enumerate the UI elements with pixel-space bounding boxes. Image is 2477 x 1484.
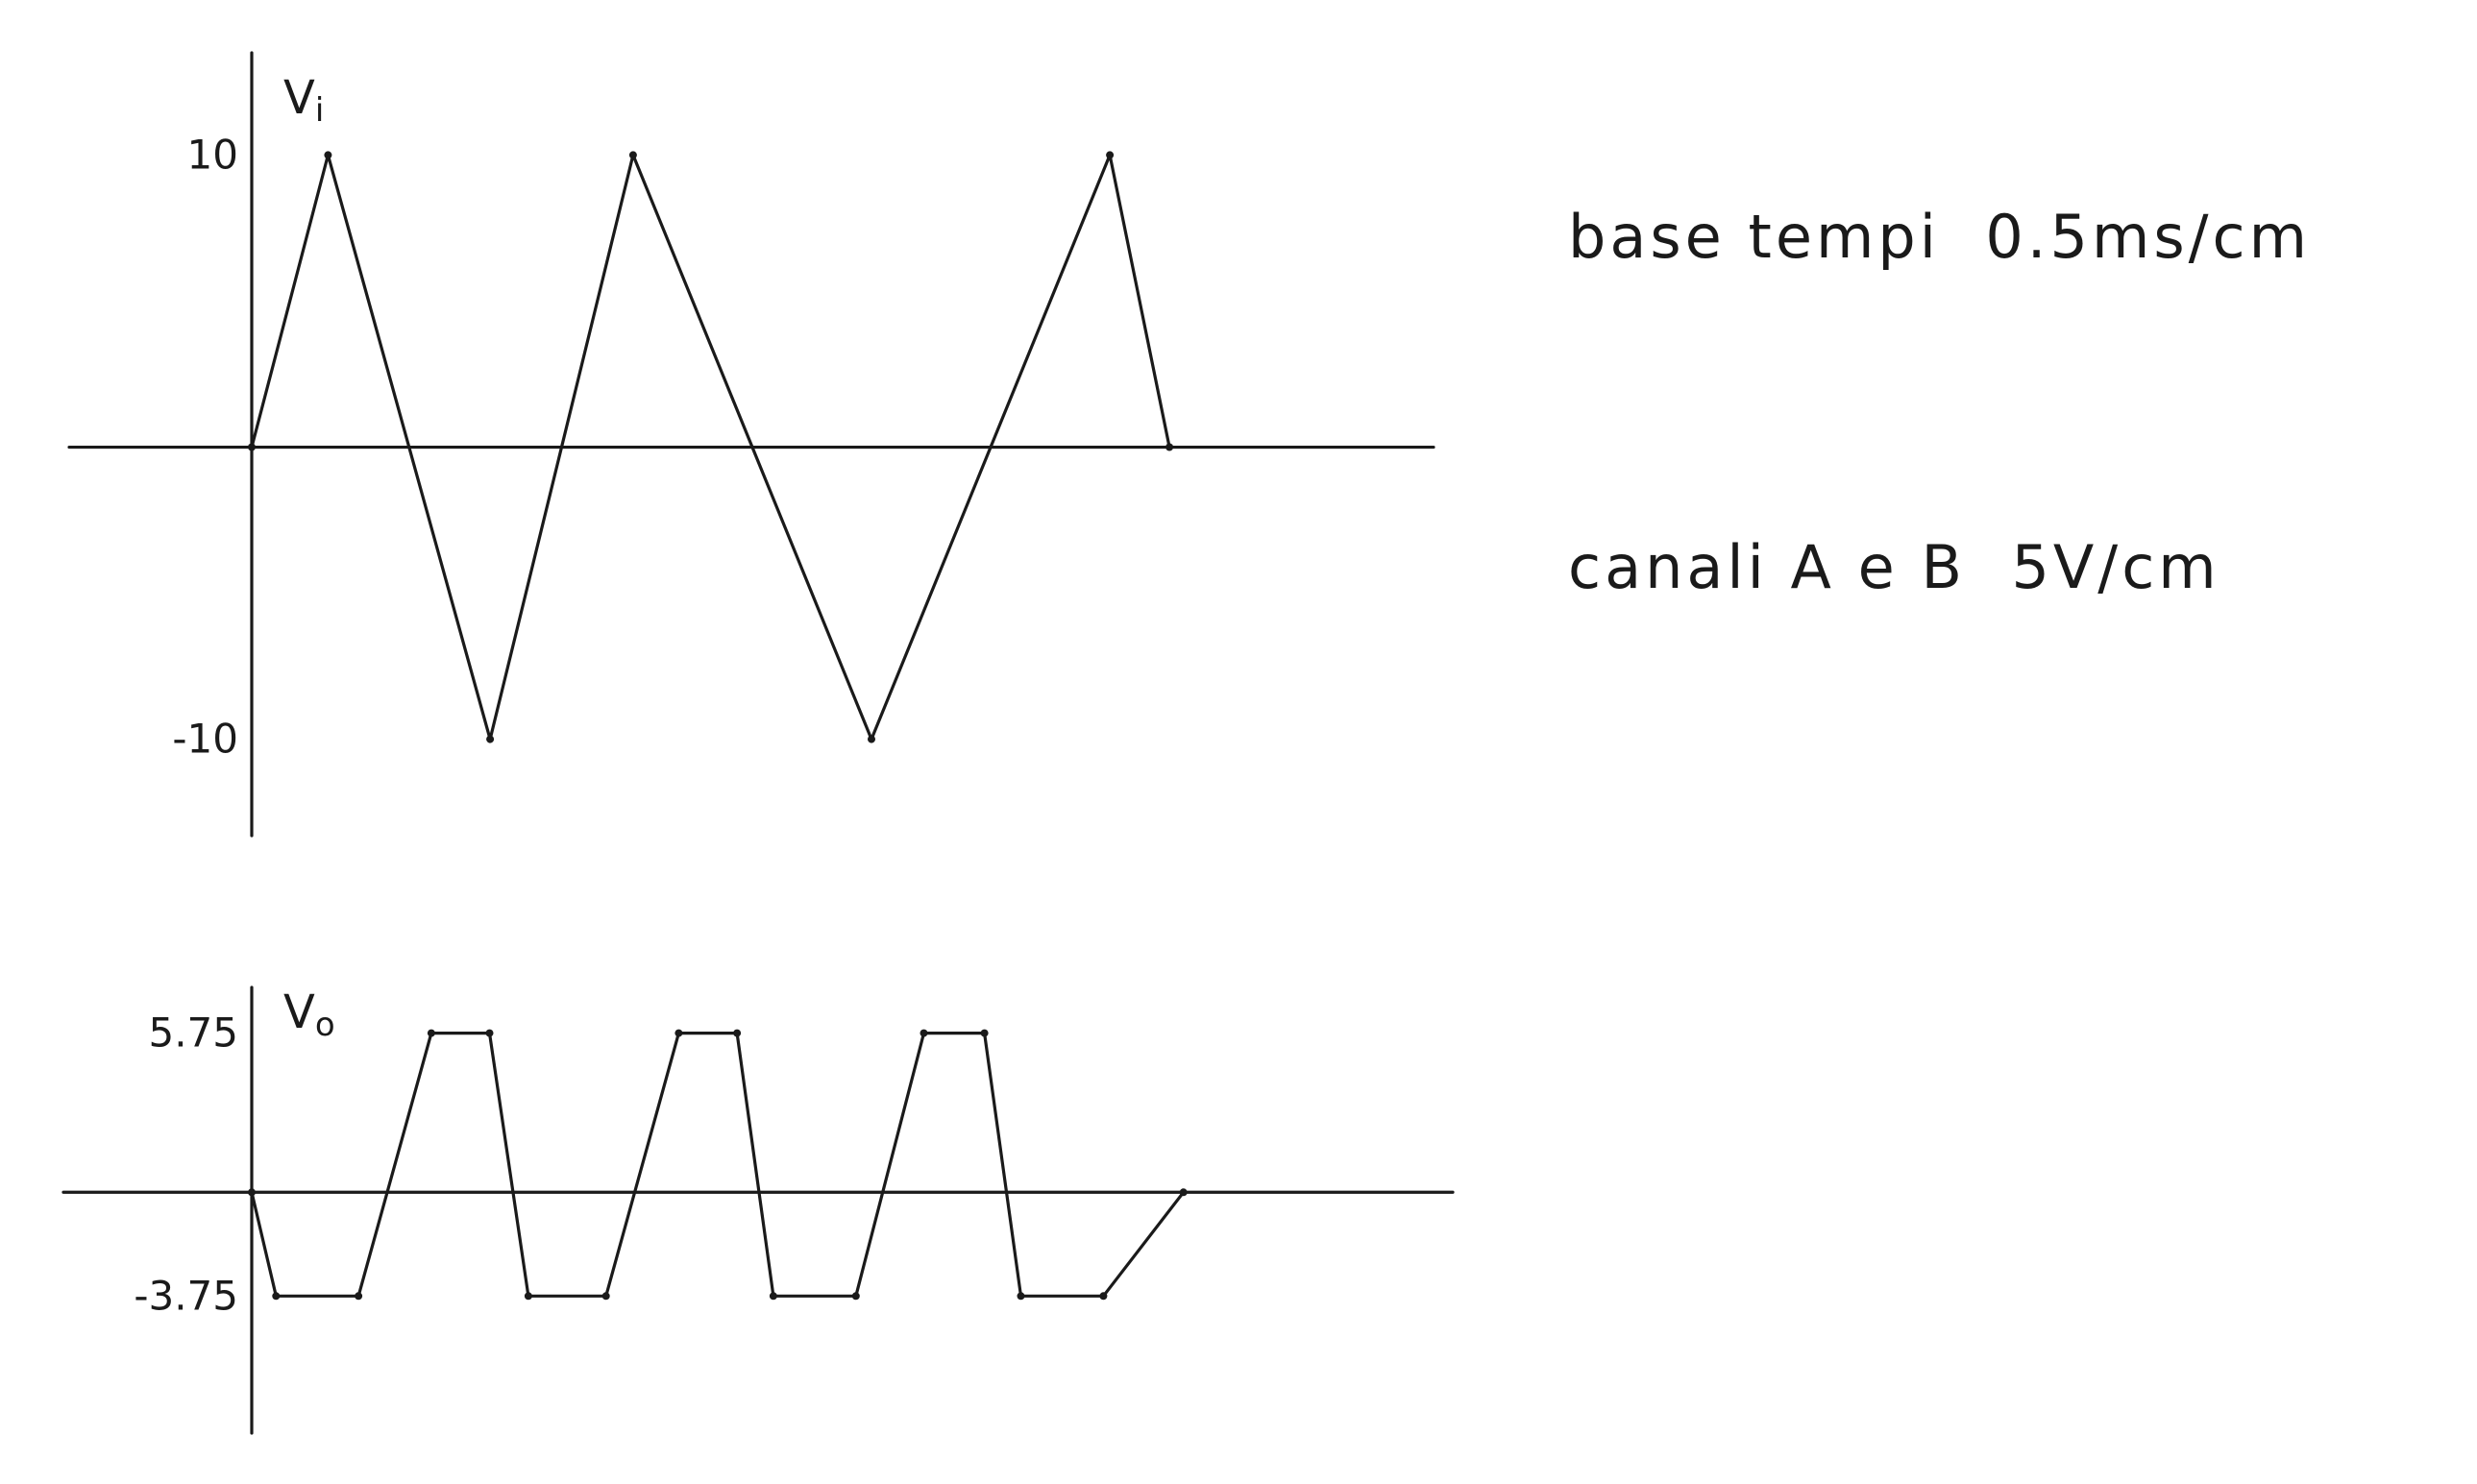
output-axis-symbol: Vo [283, 985, 335, 1044]
input-ytick-label: 10 [187, 131, 238, 178]
input-wave-point [324, 151, 332, 159]
output-waveform-plot: Vo 5.75 -3.75 [61, 985, 1455, 1435]
input-axis-symbol: Vi [283, 71, 324, 130]
input-axis-symbol-main: V [283, 71, 315, 125]
input-wave-point [486, 735, 495, 743]
output-axis-symbol-sub: o [315, 1006, 335, 1044]
output-wave-point [1017, 1292, 1025, 1301]
output-wave-point [1099, 1292, 1108, 1301]
output-wave-point [980, 1029, 989, 1037]
output-wave-point [733, 1029, 742, 1037]
output-wave-point [601, 1292, 610, 1301]
output-axis-symbol-main: V [283, 985, 315, 1039]
input-wave-point [1106, 151, 1115, 159]
output-wave-point [485, 1029, 494, 1037]
output-wave-point [769, 1292, 777, 1301]
input-wave-point [1165, 443, 1174, 451]
timebase-annotation: base tempi 0.5ms/cm [1568, 202, 2311, 272]
output-wave-point [1179, 1188, 1188, 1197]
input-wave-point [628, 151, 637, 159]
output-wave-point [355, 1292, 363, 1301]
input-waveform-plot: Vi 10 -10 [67, 51, 1435, 838]
output-wave-point [920, 1029, 928, 1037]
output-wave-point [674, 1029, 683, 1037]
output-clipped-wave [250, 1032, 1186, 1298]
output-ytick-label: 5.75 [148, 1010, 238, 1057]
output-wave-point [524, 1292, 532, 1301]
input-axis-symbol-sub: i [315, 91, 324, 130]
input-wave-point [248, 443, 256, 451]
output-wave-point [248, 1188, 256, 1197]
output-ytick-label: -3.75 [134, 1272, 238, 1319]
input-ytick-label: -10 [172, 716, 238, 763]
channels-annotation: canali A e B 5V/cm [1568, 532, 2220, 602]
input-wave-point [868, 735, 875, 743]
output-wave-point [427, 1029, 435, 1037]
output-wave-point [272, 1292, 281, 1301]
output-wave-point [851, 1292, 860, 1301]
